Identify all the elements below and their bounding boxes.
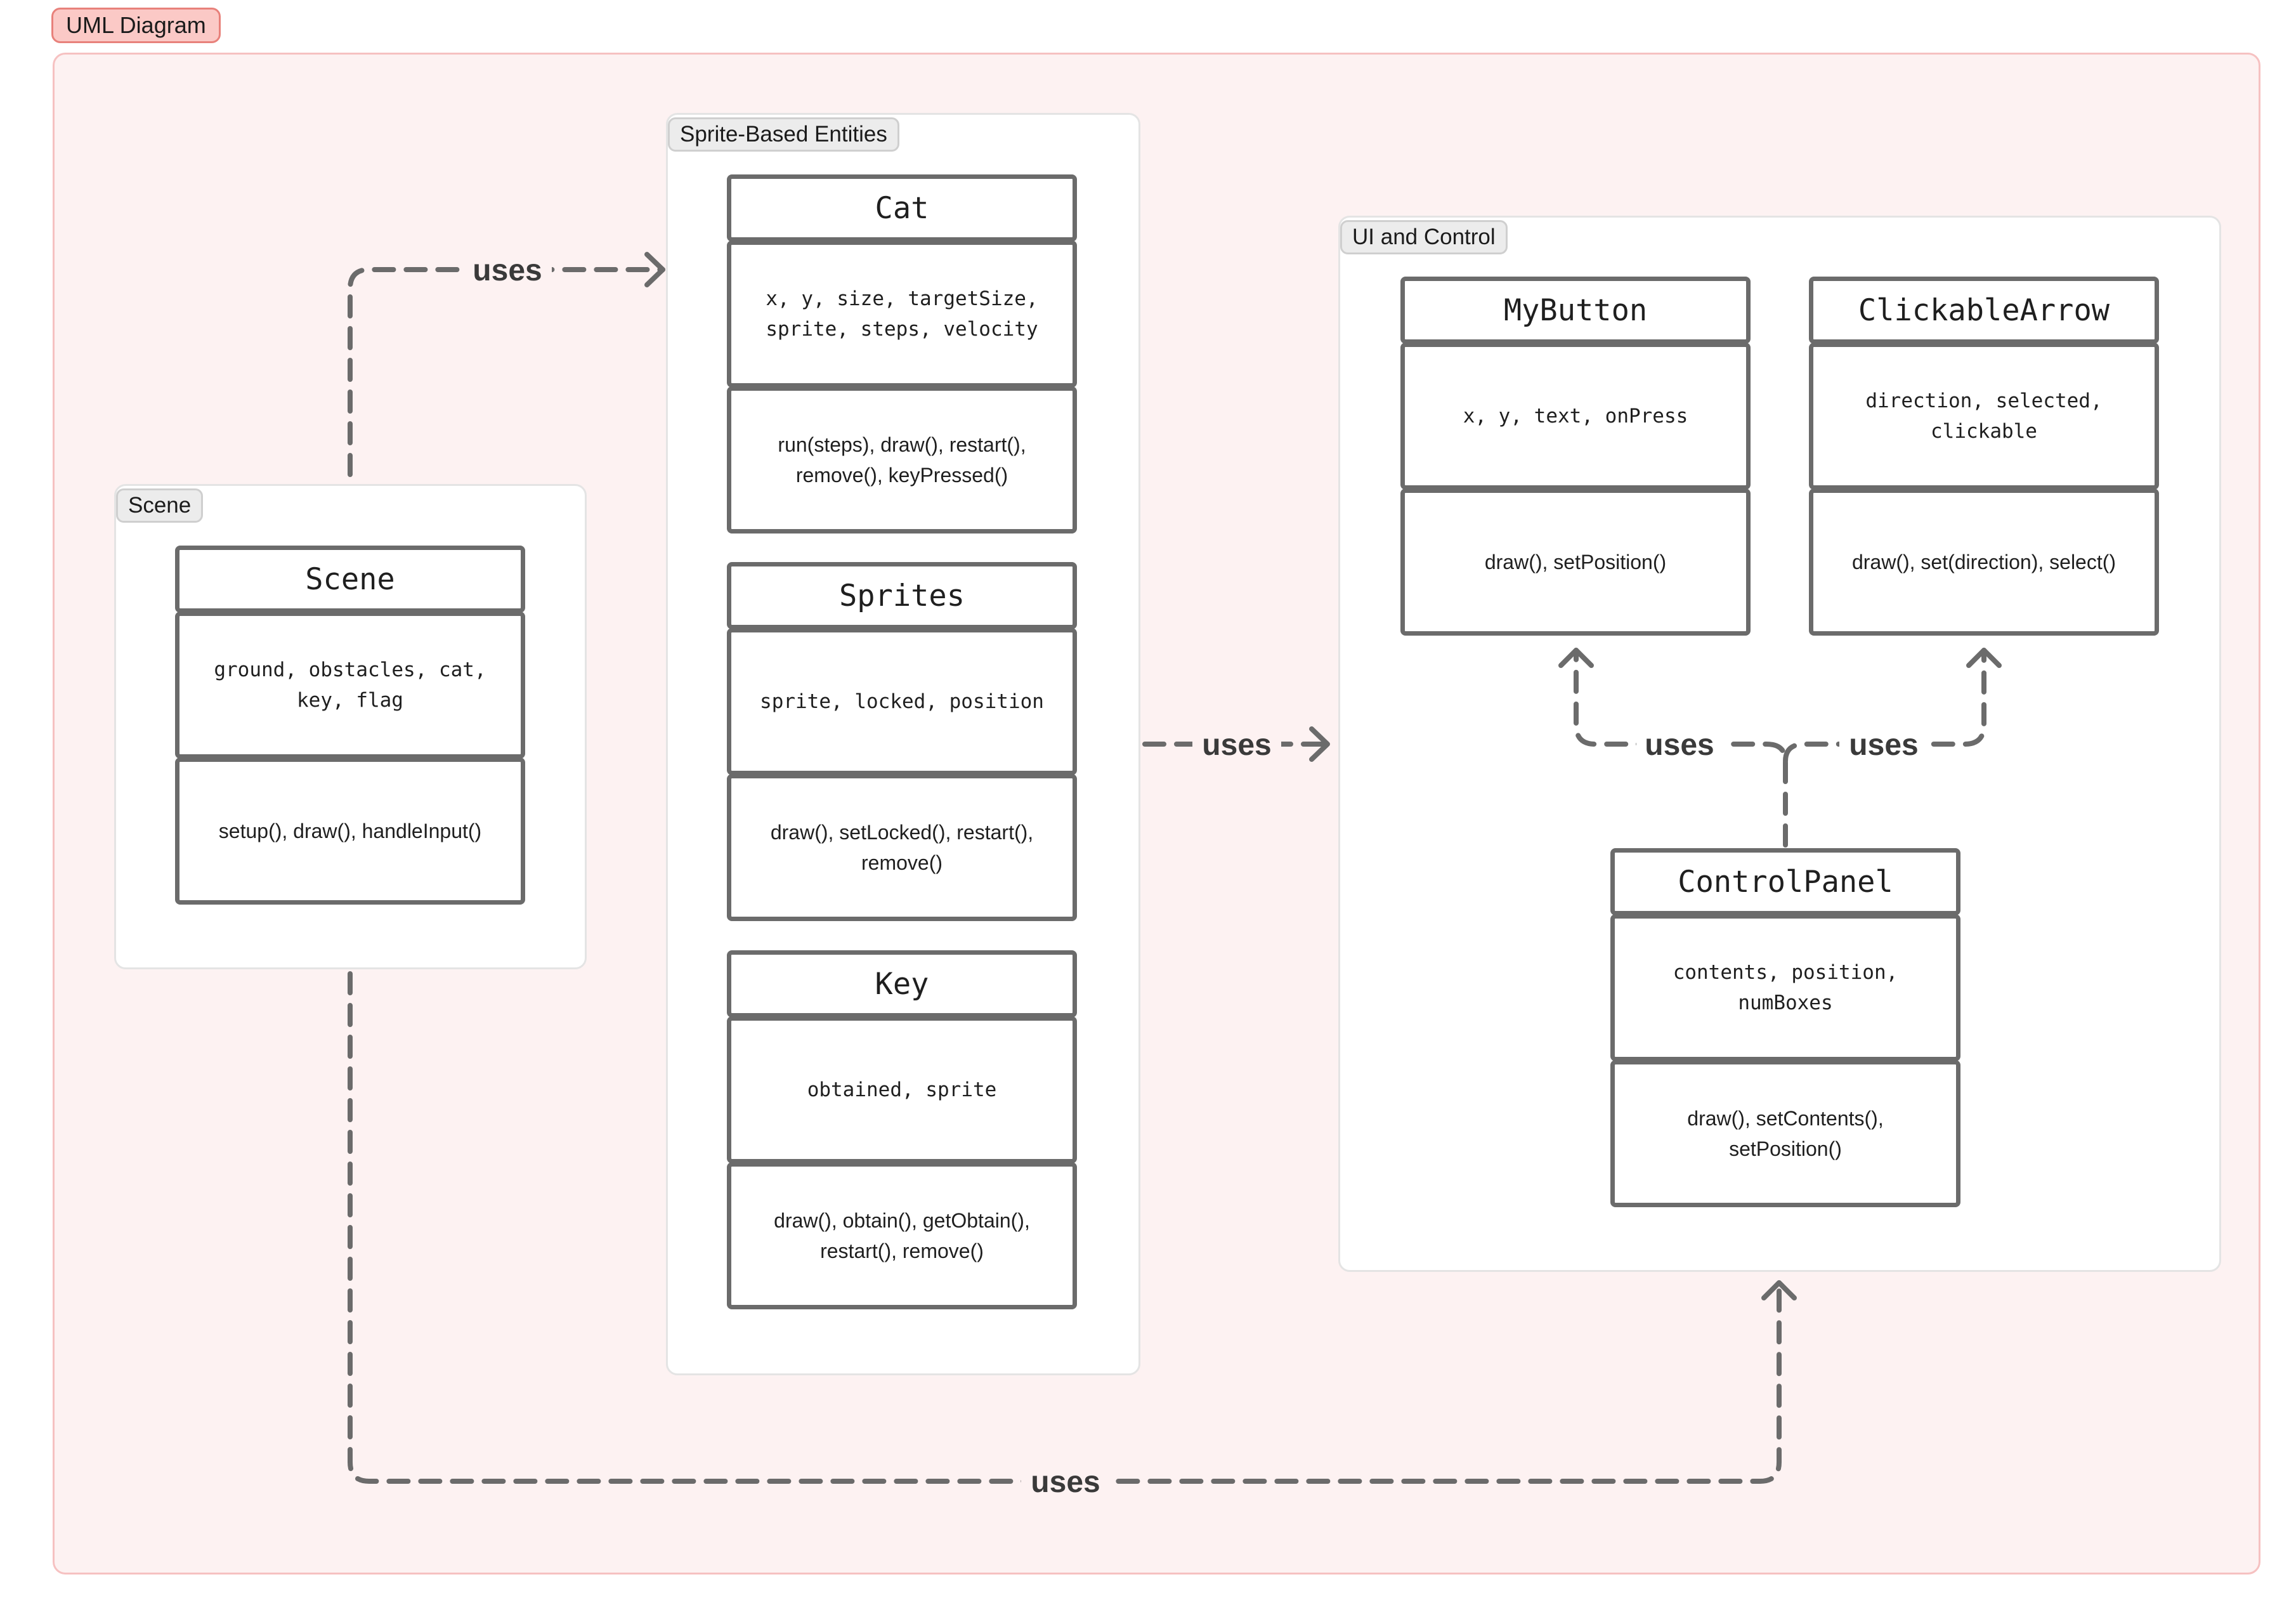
edge-scene-to-ui: uses (348, 971, 1797, 1502)
class-name: ControlPanel (1610, 848, 1960, 915)
class-methods: draw(), setPosition() (1400, 488, 1751, 636)
group-scene-tag: Scene (116, 488, 204, 523)
edge-sprites-to-ui: uses (1142, 724, 1330, 764)
class-attributes: obtained, sprite (727, 1016, 1077, 1163)
class-attributes: direction, selected,clickable (1809, 343, 2159, 490)
class-methods: draw(), setContents(),setPosition() (1610, 1060, 1960, 1207)
class-name: Scene (175, 546, 525, 613)
edge-controlpanel-to-mybutton: uses (1558, 648, 1788, 848)
group-ui-and-control-tag: UI and Control (1340, 220, 1508, 254)
edge-label-uses: uses (1202, 728, 1271, 762)
uml-title-tag: UML Diagram (51, 8, 221, 43)
class-name: MyButton (1400, 277, 1751, 344)
class-methods: draw(), set(direction), select() (1809, 488, 2159, 636)
class-attributes: x, y, size, targetSize,sprite, steps, ve… (727, 240, 1077, 388)
class-name: ClickableArrow (1809, 277, 2159, 344)
group-sprite-based-entities-tag: Sprite-Based Entities (668, 117, 899, 152)
edge-scene-to-sprites: uses (348, 249, 665, 477)
edge-label-uses: uses (1849, 728, 1918, 762)
class-methods: setup(), draw(), handleInput() (175, 757, 525, 905)
edge-controlpanel-to-clickablearrow: uses (1783, 648, 2002, 764)
class-methods: draw(), setLocked(), restart(),remove() (727, 774, 1077, 921)
class-attributes: sprite, locked, position (727, 628, 1077, 775)
edge-label-uses: uses (1031, 1465, 1100, 1499)
class-methods: draw(), obtain(), getObtain(),restart(),… (727, 1162, 1077, 1309)
class-name: Cat (727, 174, 1077, 242)
edge-label-uses: uses (1645, 728, 1714, 762)
class-attributes: ground, obstacles, cat,key, flag (175, 612, 525, 759)
class-attributes: contents, position,numBoxes (1610, 914, 1960, 1061)
class-attributes: x, y, text, onPress (1400, 343, 1751, 490)
class-name: Sprites (727, 562, 1077, 629)
class-methods: run(steps), draw(), restart(),remove(), … (727, 386, 1077, 534)
class-name: Key (727, 950, 1077, 1018)
edge-label-uses: uses (473, 254, 542, 287)
